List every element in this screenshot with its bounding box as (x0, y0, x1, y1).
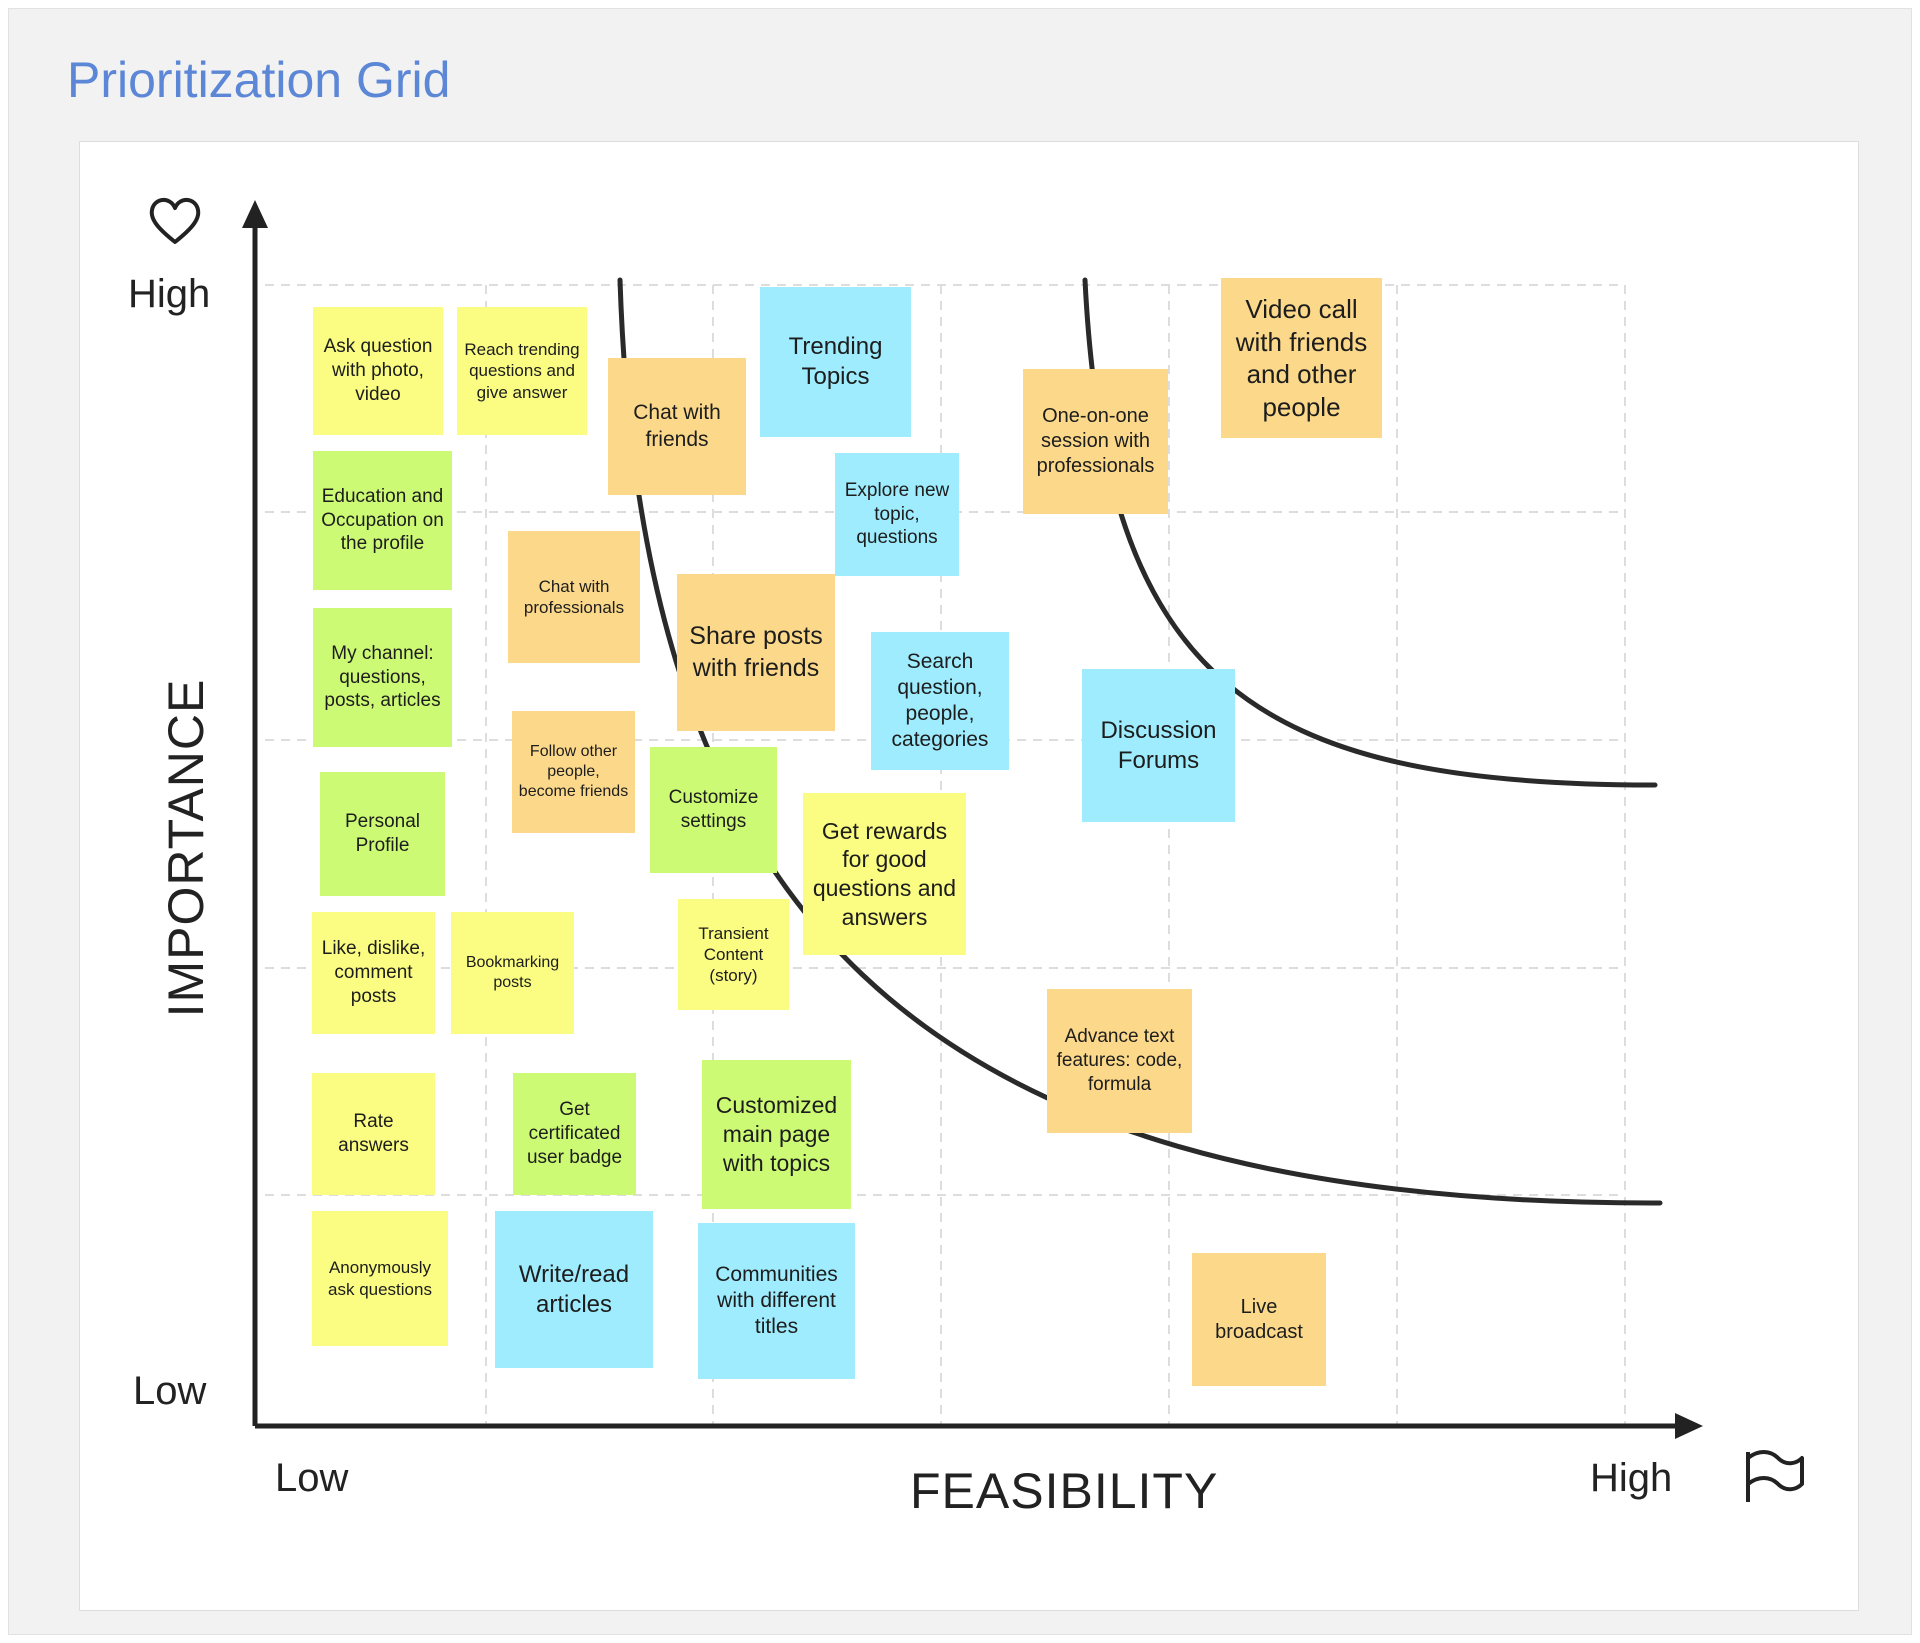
sticky-note-personal-profile[interactable]: Personal Profile (320, 772, 445, 896)
sticky-note-discussion-forums[interactable]: Discussion Forums (1082, 669, 1235, 822)
sticky-note-follow-other-people[interactable]: Follow other people, become friends (512, 711, 635, 833)
x-axis-high-label: High (1590, 1456, 1673, 1500)
sticky-note-transient-content[interactable]: Transient Content (story) (678, 899, 789, 1010)
x-axis-arrow (1675, 1413, 1703, 1439)
axes (252, 220, 1690, 1429)
curve-low (617, 277, 1663, 1206)
sticky-note-like-dislike[interactable]: Like, dislike, comment posts (312, 912, 435, 1034)
sticky-note-search-question[interactable]: Search question, people, categories (871, 632, 1009, 770)
sticky-note-education-occupation[interactable]: Education and Occupation on the profile (313, 451, 452, 590)
sticky-note-advance-text-features[interactable]: Advance text features: code, formula (1047, 989, 1192, 1133)
flag-icon (1746, 1450, 1804, 1502)
frame: Prioritization Grid (8, 8, 1912, 1635)
sticky-note-my-channel[interactable]: My channel: questions, posts, articles (313, 608, 452, 747)
sticky-note-trending-topics[interactable]: Trending Topics (760, 287, 911, 437)
y-axis-title: IMPORTANCE (158, 678, 214, 1018)
y-axis-low-label: Low (133, 1369, 207, 1413)
heart-icon (149, 198, 201, 244)
sticky-note-chat-with-friends[interactable]: Chat with friends (608, 358, 746, 495)
sticky-note-get-rewards[interactable]: Get rewards for good questions and answe… (803, 793, 966, 955)
sticky-note-anonymously-ask[interactable]: Anonymously ask questions (312, 1211, 448, 1346)
y-axis-arrow (242, 200, 268, 228)
sticky-note-share-posts[interactable]: Share posts with friends (677, 574, 835, 731)
sticky-note-write-read-articles[interactable]: Write/read articles (495, 1211, 653, 1368)
sticky-note-live-broadcast[interactable]: Live broadcast (1192, 1253, 1326, 1386)
sticky-note-customized-main-page[interactable]: Customized main page with topics (702, 1060, 851, 1209)
sticky-note-bookmarking-posts[interactable]: Bookmarking posts (451, 912, 574, 1034)
sticky-note-certificated-badge[interactable]: Get certificated user badge (513, 1073, 636, 1195)
sticky-note-customize-settings[interactable]: Customize settings (650, 747, 777, 873)
sticky-note-explore-new-topic[interactable]: Explore new topic, questions (835, 453, 959, 576)
page-title: Prioritization Grid (67, 52, 451, 108)
sticky-note-rate-answers[interactable]: Rate answers (312, 1073, 435, 1195)
sticky-note-chat-with-professionals[interactable]: Chat with professionals (508, 531, 640, 663)
x-axis-low-label: Low (275, 1456, 349, 1500)
sticky-note-reach-trending[interactable]: Reach trending questions and give answer (457, 307, 587, 435)
sticky-note-ask-question[interactable]: Ask question with photo, video (313, 307, 443, 435)
x-axis-title: FEASIBILITY (910, 1463, 1219, 1519)
sticky-note-one-on-one-session[interactable]: One-on-one session with professionals (1023, 369, 1168, 514)
sticky-note-communities[interactable]: Communities with different titles (698, 1223, 855, 1379)
y-axis-high-label: High (128, 272, 211, 316)
sticky-note-video-call[interactable]: Video call with friends and other people (1221, 278, 1382, 438)
